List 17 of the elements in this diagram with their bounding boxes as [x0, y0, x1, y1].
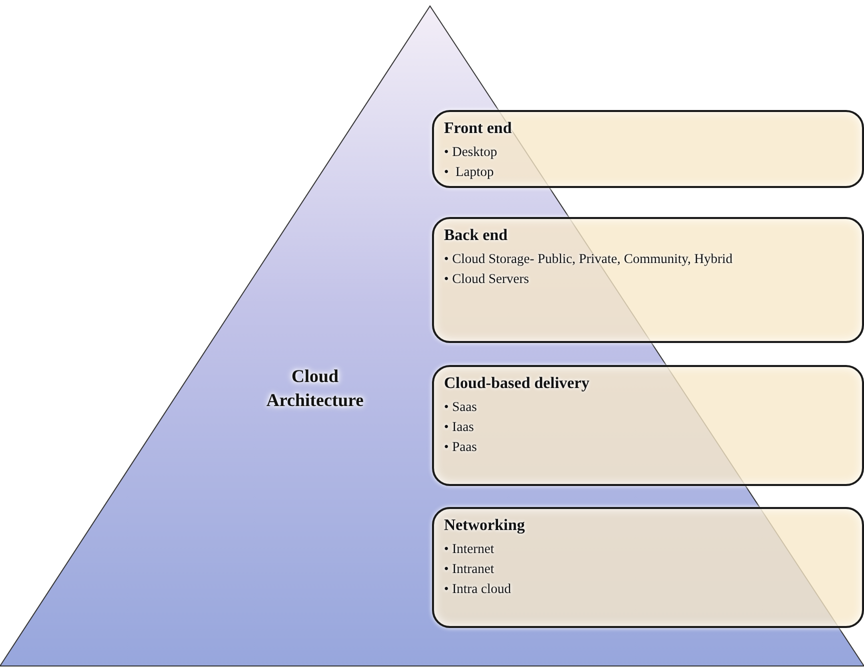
- bullet-item: • Cloud Storage- Public, Private, Community, Hybrid: [444, 250, 732, 268]
- bullet-item: • Intra cloud: [444, 580, 511, 598]
- card-heading: Back end: [444, 226, 508, 246]
- bullet-item: • Laptop: [444, 163, 494, 181]
- layer-card: [432, 217, 864, 343]
- bullet-item: • Paas: [444, 438, 477, 456]
- pyramid-title: Cloud Architecture: [265, 365, 365, 412]
- card-heading: Front end: [444, 119, 512, 139]
- bullet-item: • Saas: [444, 398, 477, 416]
- bullet-item: • Cloud Servers: [444, 270, 529, 288]
- bullet-item: • Internet: [444, 540, 494, 558]
- layer-card: [432, 110, 864, 188]
- bullet-item: • Desktop: [444, 143, 498, 161]
- bullet-item: • Intranet: [444, 560, 494, 578]
- bullet-item: • Iaas: [444, 418, 474, 436]
- card-heading: Cloud-based delivery: [444, 374, 590, 394]
- card-heading: Networking: [444, 516, 525, 536]
